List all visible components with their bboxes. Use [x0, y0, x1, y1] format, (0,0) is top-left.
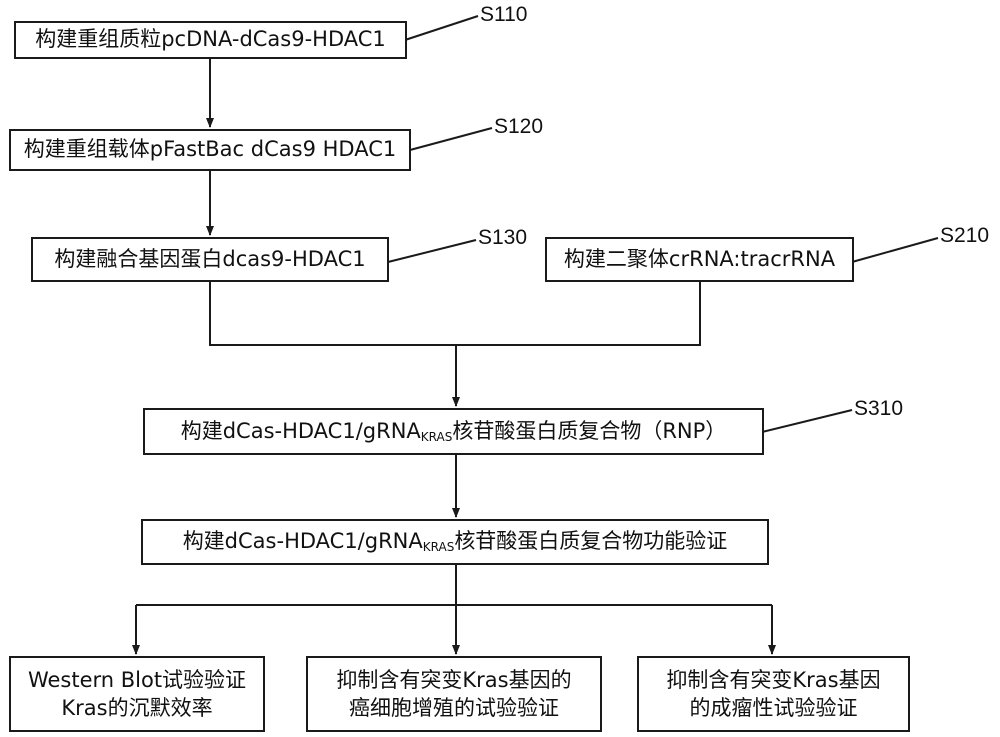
- step-box-s120: 构建重组载体pFastBac dCas9 HDAC1: [9, 129, 411, 171]
- outcome2-line1: 抑制含有突变Kras基因的: [336, 666, 571, 694]
- step-text-s120: 构建重组载体pFastBac dCas9 HDAC1: [24, 137, 396, 162]
- leader-s130: [388, 240, 476, 262]
- step-text-s130: 构建融合基因蛋白dcas9-HDAC1: [54, 247, 365, 272]
- outcome-box-western-blot: Western Blot试验验证 Kras的沉默效率: [9, 656, 265, 732]
- outcome2-line2: 癌细胞增殖的试验验证: [349, 694, 559, 722]
- s310-text-main: 构建dCas-HDAC1/gRNA: [181, 419, 421, 443]
- step-box-s310: 构建dCas-HDAC1/gRNAKRAS核苷酸蛋白质复合物（RNP）: [143, 408, 764, 455]
- step-label-s310: S310: [854, 397, 903, 421]
- leader-s310: [762, 410, 852, 432]
- leader-s210: [852, 238, 938, 262]
- s310-text-suffix: 核苷酸蛋白质复合物（RNP）: [452, 419, 726, 443]
- step-text-s110: 构建重组质粒pcDNA-dCas9-HDAC1: [35, 27, 386, 52]
- merge-connector: [210, 282, 700, 345]
- step-box-s210: 构建二聚体crRNA:tracrRNA: [545, 237, 854, 282]
- outcome-box-tumorigenicity: 抑制含有突变Kras基因 的成瘤性试验验证: [637, 656, 910, 732]
- step-label-s210: S210: [940, 224, 989, 248]
- outcome-box-proliferation: 抑制含有突变Kras基因的 癌细胞增殖的试验验证: [306, 656, 602, 732]
- s310-text-subscript: KRAS: [421, 430, 453, 444]
- step-text-s310: 构建dCas-HDAC1/gRNAKRAS核苷酸蛋白质复合物（RNP）: [181, 419, 727, 444]
- step-label-s120: S120: [494, 115, 543, 139]
- leader-s120: [410, 128, 492, 150]
- outcome3-line1: 抑制含有突变Kras基因: [666, 666, 880, 694]
- verify-text-subscript: KRAS: [423, 540, 455, 554]
- verify-text-suffix: 核苷酸蛋白质复合物功能验证: [454, 529, 727, 553]
- step-box-verify: 构建dCas-HDAC1/gRNAKRAS核苷酸蛋白质复合物功能验证: [141, 519, 769, 565]
- step-label-s110: S110: [480, 3, 528, 27]
- outcome3-line2: 的成瘤性试验验证: [690, 694, 858, 722]
- step-box-s110: 构建重组质粒pcDNA-dCas9-HDAC1: [14, 21, 407, 59]
- outcome1-line1: Western Blot试验验证: [28, 666, 246, 694]
- outcome1-line2: Kras的沉默效率: [61, 694, 212, 722]
- step-text-s210: 构建二聚体crRNA:tracrRNA: [564, 247, 835, 272]
- step-label-s130: S130: [478, 226, 527, 250]
- leader-s110: [405, 16, 478, 40]
- verify-text-main: 构建dCas-HDAC1/gRNA: [183, 529, 423, 553]
- step-text-verify: 构建dCas-HDAC1/gRNAKRAS核苷酸蛋白质复合物功能验证: [183, 529, 728, 554]
- step-box-s130: 构建融合基因蛋白dcas9-HDAC1: [31, 237, 389, 282]
